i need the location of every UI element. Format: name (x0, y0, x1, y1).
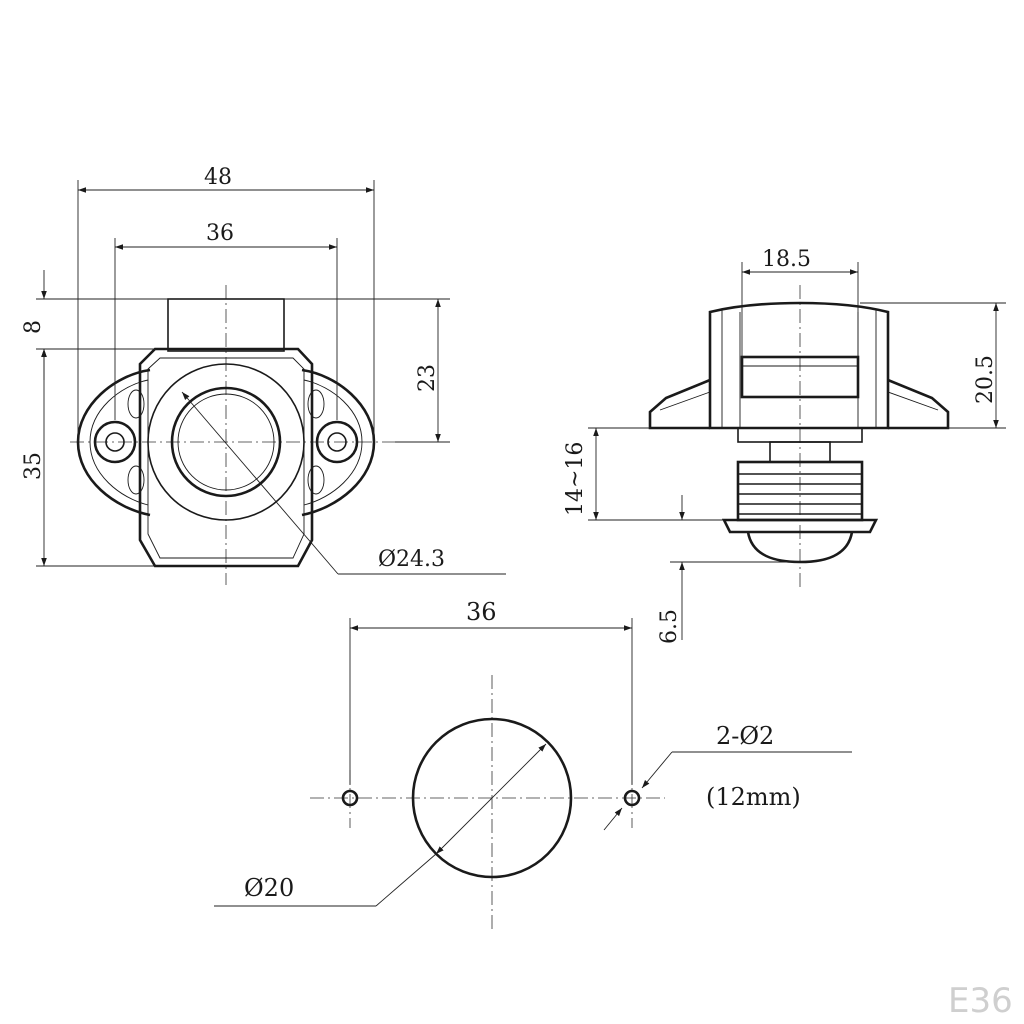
small-holes-note: (12mm) (706, 783, 801, 811)
dim-48-label: 48 (204, 165, 232, 190)
dim-36-label: 36 (206, 221, 234, 246)
dim-20-5-label: 20.5 (973, 355, 998, 404)
dim-6-5-label: 6.5 (657, 609, 682, 644)
dim-18-5-label: 18.5 (762, 247, 811, 272)
dim-23-label: 23 (415, 364, 440, 392)
hole-pattern-view: 36 Ø20 2-Ø2 (12mm) (214, 598, 852, 930)
small-holes-label: 2-Ø2 (716, 722, 774, 750)
main-hole-diameter-label: Ø20 (244, 874, 294, 902)
dim-8-label: 8 (21, 320, 46, 334)
dim-14-16-label: 14~16 (563, 442, 588, 516)
side-view: 18.5 20.5 14~16 6.5 (563, 247, 1006, 644)
front-view: Ø24.3 48 36 8 35 23 (21, 165, 506, 585)
dim-36-hole-label: 36 (466, 598, 497, 626)
watermark-label: E36 (948, 981, 1013, 1021)
front-diameter-label: Ø24.3 (378, 547, 445, 572)
dim-35-label: 35 (21, 452, 46, 480)
